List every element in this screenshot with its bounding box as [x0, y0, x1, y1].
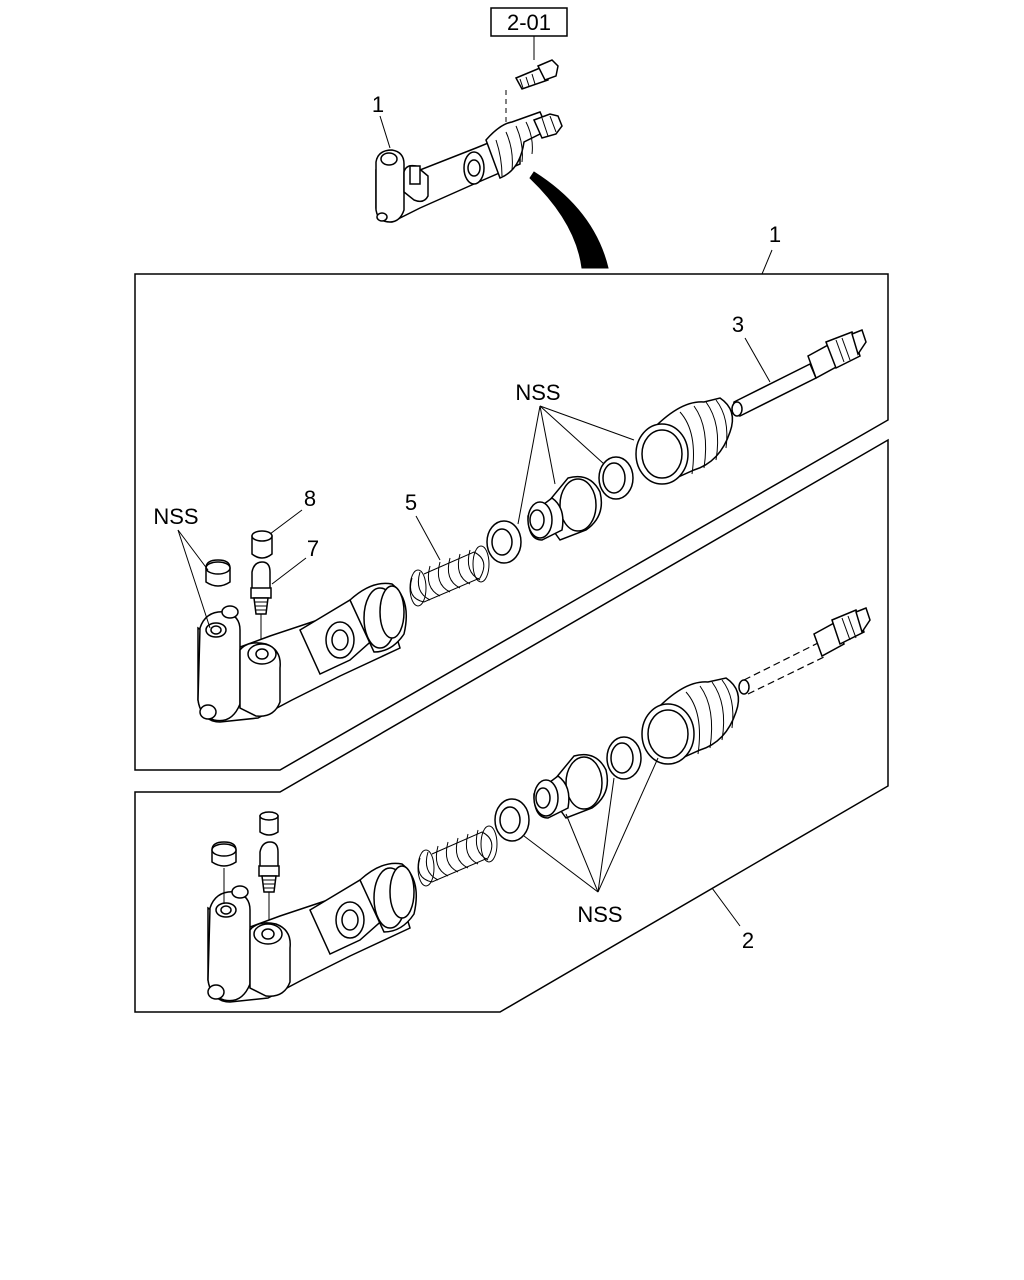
kit-part-plug-cap[interactable] [211, 841, 237, 904]
kit-panel-frame [134, 438, 889, 1013]
part-spring[interactable] [409, 545, 490, 607]
callout-assembly-panel: 1 [769, 222, 781, 247]
part-cylinder-body[interactable] [197, 582, 407, 723]
callout-bleeder-cap: 8 [304, 486, 316, 511]
kit-part-bleeder-screw[interactable] [258, 841, 280, 920]
part-dust-boot[interactable] [635, 397, 734, 485]
kit-part-bleeder-cap[interactable] [259, 811, 279, 836]
callout-nss-upper: NSS [515, 380, 560, 405]
part-push-rod[interactable] [731, 329, 867, 417]
part-seal-ring-upper[interactable] [598, 456, 634, 500]
kit-part-push-rod[interactable] [738, 607, 871, 695]
callout-kit: 2 [742, 928, 754, 953]
reference-code-box[interactable]: 2-01 [490, 7, 568, 60]
kit-part-cylinder-body[interactable] [207, 862, 417, 1003]
callout-push-rod: 3 [732, 312, 744, 337]
part-bleeder-cap[interactable] [251, 530, 273, 559]
kit-part-spring[interactable] [417, 825, 498, 887]
callout-nss-lower: NSS [577, 902, 622, 927]
kit-part-cup-seal[interactable] [494, 798, 530, 842]
assembled-cylinder-thumbnail [375, 59, 563, 223]
part-cup-seal[interactable] [486, 520, 522, 564]
kit-part-dust-boot[interactable] [641, 677, 740, 765]
callout-bleeder-screw: 7 [307, 536, 319, 561]
callout-assembly-top: 1 [372, 92, 384, 117]
zoom-arrow [529, 171, 609, 269]
part-bleeder-screw[interactable] [250, 561, 272, 640]
part-piston[interactable] [527, 475, 603, 541]
kit-part-seal-ring[interactable] [606, 736, 642, 780]
callout-nss-left: NSS [153, 504, 198, 529]
callout-spring: 5 [405, 490, 417, 515]
part-plug-cap[interactable] [205, 559, 231, 587]
reference-code-text: 2-01 [507, 10, 551, 35]
kit-part-piston[interactable] [533, 753, 609, 819]
